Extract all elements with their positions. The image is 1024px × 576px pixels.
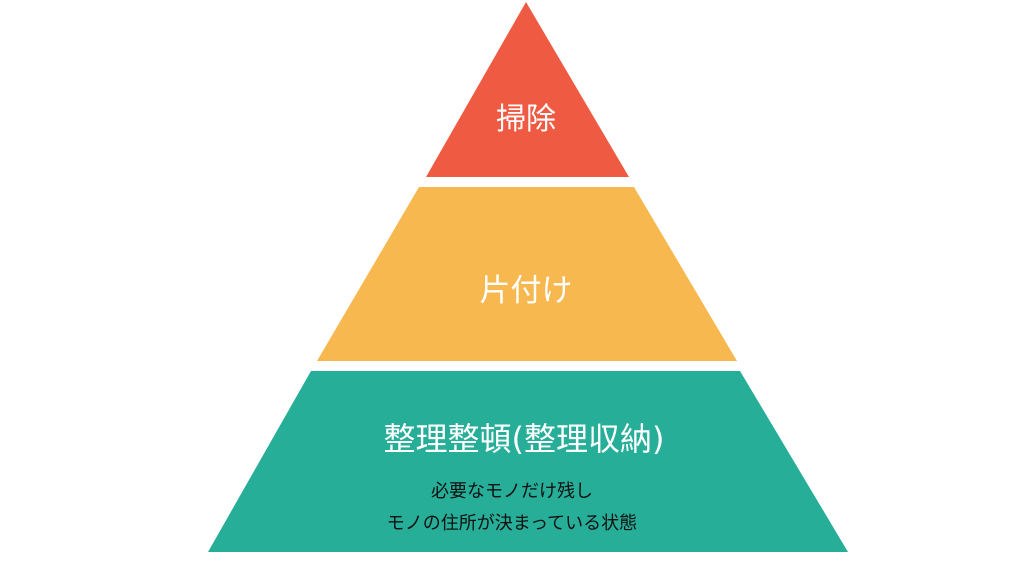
pyramid-top-label: 掃除 bbox=[496, 102, 556, 137]
pyramid-bottom-note-line-1: 必要なモノだけ残し bbox=[431, 481, 593, 502]
pyramid-bottom-fill bbox=[208, 371, 848, 552]
pyramid-bottom-note-line-2: モノの住所が決まっている状態 bbox=[386, 513, 638, 534]
pyramid-middle-fill bbox=[317, 187, 737, 361]
pyramid-top-fill bbox=[426, 2, 629, 177]
pyramid-middle-label: 片付け bbox=[479, 273, 573, 309]
pyramid-bottom-label: 整理整頓(整理収納) bbox=[383, 420, 665, 458]
